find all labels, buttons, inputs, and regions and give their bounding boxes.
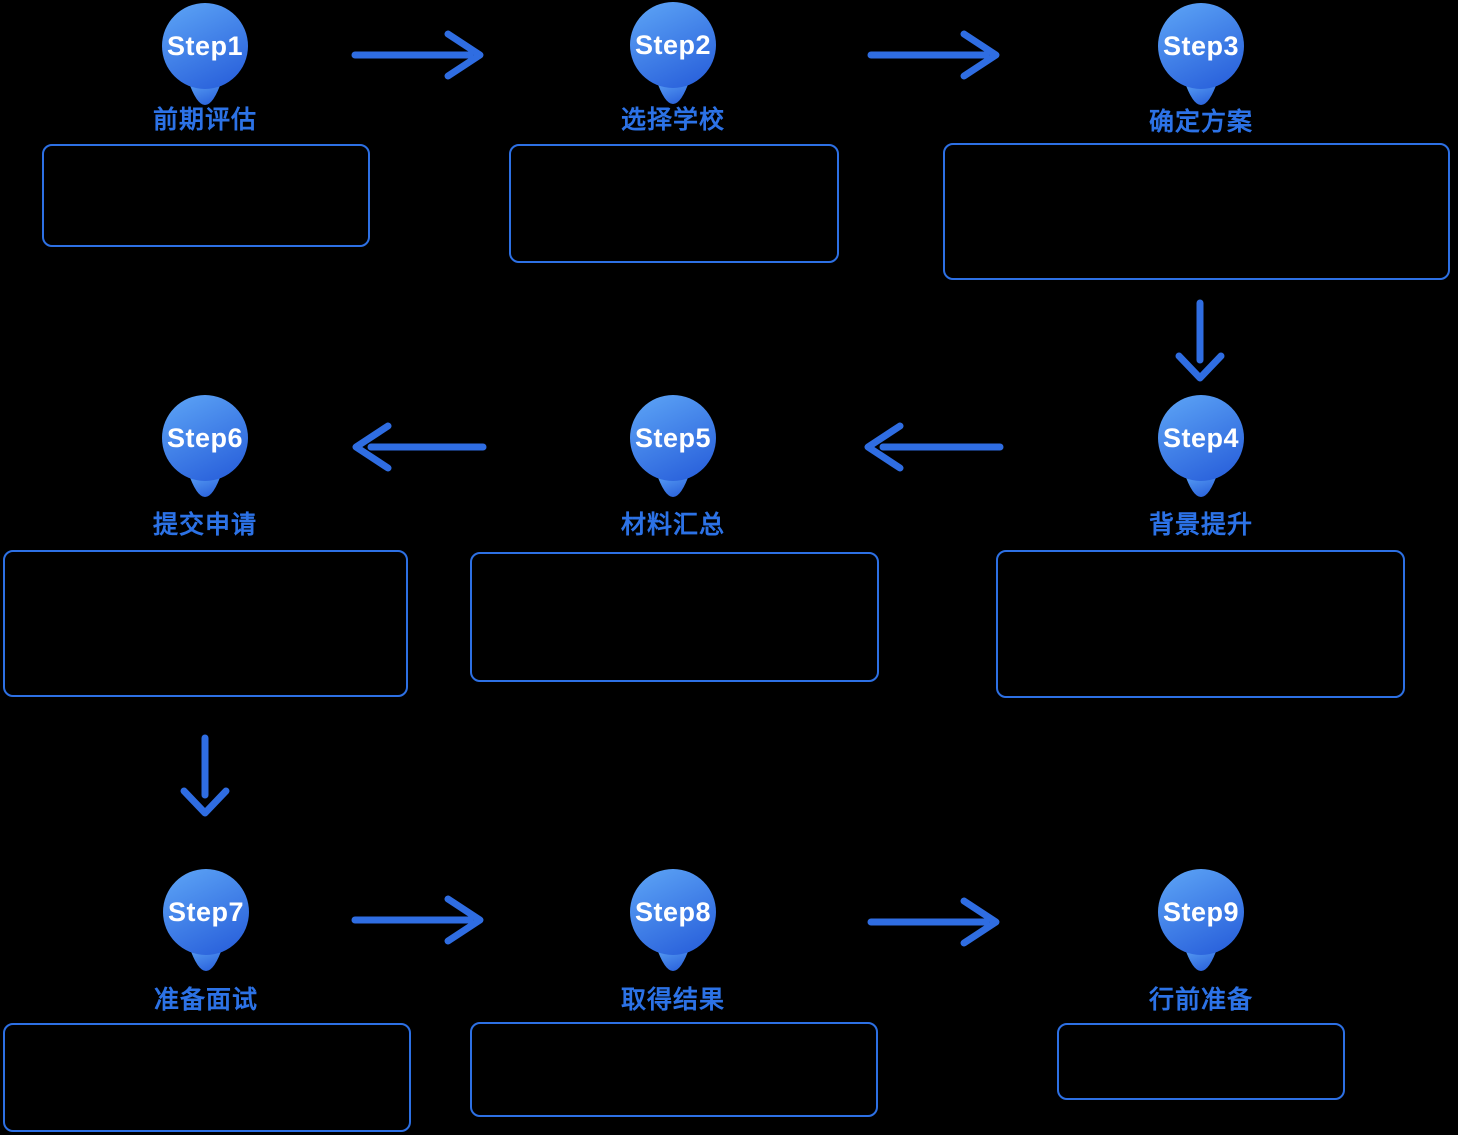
step-label: 选择学校 (620, 106, 725, 134)
step-label: 提交申请 (152, 511, 257, 539)
step-label: 背景提升 (1148, 511, 1253, 539)
step-5-marker: Step5 (629, 394, 717, 500)
map-pin-icon (1158, 869, 1244, 971)
step-number: Step6 (166, 423, 244, 453)
map-pin-icon (630, 395, 716, 497)
arrow-down-icon (1175, 299, 1225, 382)
step-3-marker: Step3 (1157, 2, 1245, 108)
step-number: Step1 (166, 31, 244, 61)
step-7-marker: Step7 (162, 868, 250, 974)
step-4-marker: Step4 (1157, 394, 1245, 500)
arrow-left-icon (864, 422, 1004, 472)
step-7-detail-box (3, 1023, 411, 1132)
step-number: Step4 (1162, 423, 1240, 453)
step-number: Step5 (634, 423, 712, 453)
arrow-right-icon (351, 895, 484, 945)
arrow-right-icon (867, 30, 1000, 80)
step-label: 准备面试 (153, 986, 258, 1014)
step-6-marker: Step6 (161, 394, 249, 500)
step-8-detail-box (470, 1022, 878, 1117)
map-pin-icon (1158, 3, 1244, 105)
map-pin-icon (630, 869, 716, 971)
step-number: Step3 (1162, 31, 1240, 61)
arrow-right-icon (351, 30, 484, 80)
map-pin-icon (630, 2, 716, 104)
map-pin-icon (162, 395, 248, 497)
step-label: 行前准备 (1148, 986, 1253, 1014)
step-label: 前期评估 (152, 106, 257, 134)
step-1-marker: Step1 (161, 2, 249, 108)
arrow-down-icon (180, 734, 230, 817)
step-2-marker: Step2 (629, 1, 717, 107)
step-9-detail-box (1057, 1023, 1345, 1100)
map-pin-icon (163, 869, 249, 971)
step-label: 确定方案 (1148, 108, 1253, 136)
map-pin-icon (162, 3, 248, 105)
step-9-marker: Step9 (1157, 868, 1245, 974)
step-8-marker: Step8 (629, 868, 717, 974)
step-4-detail-box (996, 550, 1405, 698)
step-6-detail-box (3, 550, 408, 697)
step-5-detail-box (470, 552, 879, 682)
step-number: Step8 (634, 897, 712, 927)
step-3-detail-box (943, 143, 1450, 280)
step-2-detail-box (509, 144, 839, 263)
step-1-detail-box (42, 144, 370, 247)
step-label: 取得结果 (620, 986, 725, 1014)
step-label: 材料汇总 (620, 511, 725, 539)
map-pin-icon (1158, 395, 1244, 497)
arrow-left-icon (352, 422, 487, 472)
step-number: Step7 (167, 897, 245, 927)
step-number: Step2 (634, 30, 712, 60)
arrow-right-icon (867, 897, 1000, 947)
step-number: Step9 (1162, 897, 1240, 927)
